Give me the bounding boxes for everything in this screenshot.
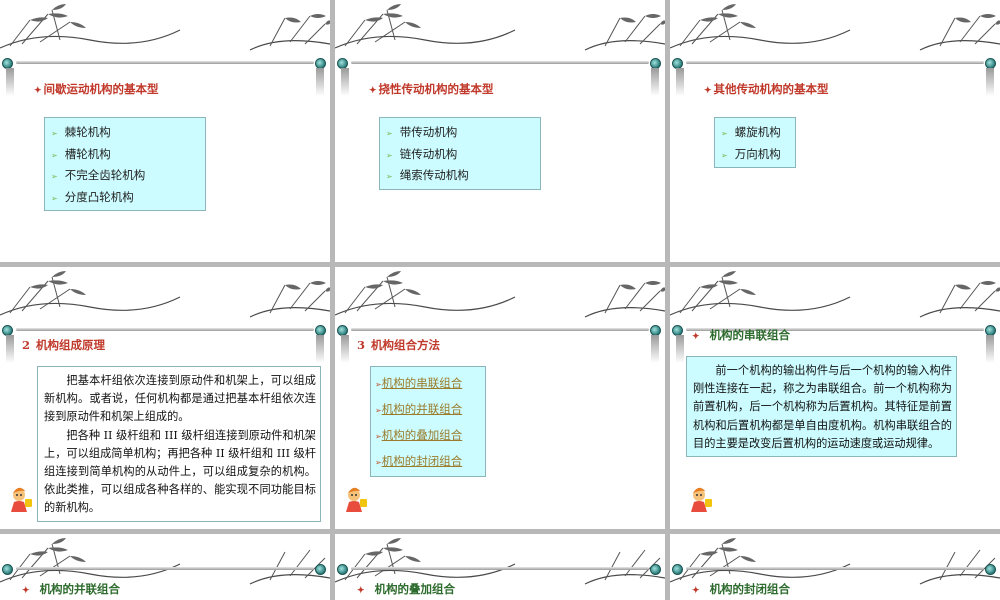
cartoon-girl-icon	[11, 487, 32, 512]
link-list-box: ➢机构的串联组合 ➢机构的并联组合 ➢机构的叠加组合 ➢机构的封闭组合	[370, 366, 486, 477]
arrow-bullet-icon: ➢	[51, 129, 58, 138]
list-item: ➢不完全齿轮机构	[51, 168, 146, 182]
arrow-bullet-icon: ➢	[386, 172, 393, 181]
slide-heading: ✦ 机构的封闭组合	[692, 582, 791, 596]
link-parallel-combination[interactable]: ➢机构的并联组合	[375, 402, 463, 416]
arrow-bullet-icon: ➢	[51, 193, 58, 203]
bamboo-icon	[0, 4, 330, 51]
star-bullet-icon: ✦	[22, 586, 30, 596]
rod-knob-icon	[2, 564, 13, 575]
list-item: ➢分度凸轮机构	[51, 189, 134, 204]
slide-heading: ✦ 机构的叠加组合	[357, 582, 456, 596]
decorative-header	[0, 534, 330, 600]
star-bullet-icon: ✦	[692, 586, 700, 596]
rod-knob-icon	[650, 564, 661, 575]
list-item: ➢带传动机构	[386, 125, 458, 139]
rod	[670, 564, 1000, 575]
list-item: ➢螺旋机构	[721, 125, 781, 139]
rod	[0, 564, 330, 575]
decorative-header	[670, 534, 1000, 600]
rod	[0, 58, 330, 69]
star-bullet-icon: ✦	[34, 86, 42, 96]
slide-2[interactable]: ✦挠性传动机构的基本型 ➢带传动机构 ➢链传动机构 ➢绳索传动机构	[335, 0, 665, 262]
rod	[335, 58, 665, 69]
slide-heading: ✦间歇运动机构的基本型	[34, 82, 159, 96]
slide-9[interactable]: ✦ 机构的封闭组合	[670, 534, 1000, 600]
bamboo-icon	[0, 271, 330, 318]
list-item: ➢链传动机构	[386, 146, 458, 161]
slide-heading: ✦挠性传动机构的基本型	[369, 82, 494, 96]
star-bullet-icon: ✦	[704, 86, 712, 96]
text-box: 把基本杆组依次连接到原动件和机架上，可以组成新机构。或者说，任何机构都是通过把基…	[37, 366, 321, 522]
decorative-header	[670, 0, 1000, 96]
list-item: ➢绳索传动机构	[386, 168, 469, 182]
paragraph: 把各种 II 级杆组和 III 级杆组连接到原动件和机架上，可以组成简单机构；再…	[44, 428, 316, 515]
arrow-bullet-icon: ➢	[386, 150, 393, 160]
decorative-header	[335, 267, 665, 363]
rod	[670, 58, 1000, 69]
bullet-list-box: ➢棘轮机构 ➢槽轮机构 ➢不完全齿轮机构 ➢分度凸轮机构	[44, 117, 206, 211]
bamboo-icon	[335, 271, 665, 318]
star-bullet-icon: ✦	[369, 86, 377, 96]
decorative-header	[335, 534, 665, 600]
slide-1[interactable]: ✦间歇运动机构的基本型 ➢棘轮机构 ➢槽轮机构 ➢不完全齿轮机构 ➢分度凸轮机构	[0, 0, 330, 262]
slide-6[interactable]: ✦ 机构的串联组合 前一个机构的输出构件与后一个机构的输入构件刚性连接在一起，称…	[670, 267, 1000, 529]
bamboo-icon	[670, 4, 1000, 51]
rod-knob-icon	[985, 564, 996, 575]
arrow-bullet-icon: ➢	[375, 380, 382, 389]
link-closed-combination[interactable]: ➢机构的封闭组合	[375, 454, 463, 468]
link-series-combination[interactable]: ➢机构的串联组合	[375, 376, 463, 390]
rod-knob-icon	[672, 564, 683, 575]
cartoon-girl-icon	[346, 487, 367, 512]
list-item: ➢槽轮机构	[51, 146, 111, 161]
decorative-header	[670, 267, 1000, 363]
link-superposition-combination[interactable]: ➢机构的叠加组合	[375, 428, 463, 442]
slide-3[interactable]: ✦其他传动机构的基本型 ➢螺旋机构 ➢万向机构	[670, 0, 1000, 262]
star-bullet-icon: ✦	[357, 586, 365, 596]
paragraph: 前一个机构的输出构件与后一个机构的输入构件刚性连接在一起，称之为串联组合。前一个…	[693, 364, 952, 450]
slide-heading: ✦ 机构的串联组合	[692, 328, 791, 342]
bamboo-icon	[670, 271, 1000, 318]
arrow-bullet-icon: ➢	[51, 172, 58, 181]
cartoon-girl-icon	[691, 487, 712, 512]
text-box: 前一个机构的输出构件与后一个机构的输入构件刚性连接在一起，称之为串联组合。前一个…	[686, 356, 957, 458]
rod-knob-icon	[315, 564, 326, 575]
arrow-bullet-icon: ➢	[721, 150, 728, 160]
paragraph: 把基本杆组依次连接到原动件和机架上，可以组成新机构。或者说，任何机构都是通过把基…	[44, 374, 316, 424]
arrow-bullet-icon: ➢	[51, 150, 58, 160]
bullet-list-box: ➢带传动机构 ➢链传动机构 ➢绳索传动机构	[379, 117, 541, 190]
slide-heading: ✦其他传动机构的基本型	[704, 82, 829, 96]
slide-heading: ✦ 机构的并联组合	[22, 582, 121, 596]
star-bullet-icon: ✦	[692, 332, 700, 342]
decorative-header	[335, 0, 665, 96]
rod-knob-icon	[337, 564, 348, 575]
list-item: ➢棘轮机构	[51, 125, 111, 139]
list-item: ➢万向机构	[721, 146, 781, 161]
arrow-bullet-icon: ➢	[375, 458, 382, 467]
arrow-bullet-icon: ➢	[721, 129, 728, 138]
decorative-header	[0, 267, 330, 363]
decorative-header	[0, 0, 330, 96]
slide-7[interactable]: ✦ 机构的并联组合	[0, 534, 330, 600]
bullet-list-box: ➢螺旋机构 ➢万向机构	[714, 117, 796, 168]
bamboo-icon	[335, 4, 665, 51]
slide-8[interactable]: ✦ 机构的叠加组合	[335, 534, 665, 600]
arrow-bullet-icon: ➢	[386, 129, 393, 138]
rod	[335, 325, 665, 336]
rod	[335, 564, 665, 575]
arrow-bullet-icon: ➢	[375, 406, 382, 415]
arrow-bullet-icon: ➢	[375, 432, 382, 441]
rod	[0, 325, 330, 336]
